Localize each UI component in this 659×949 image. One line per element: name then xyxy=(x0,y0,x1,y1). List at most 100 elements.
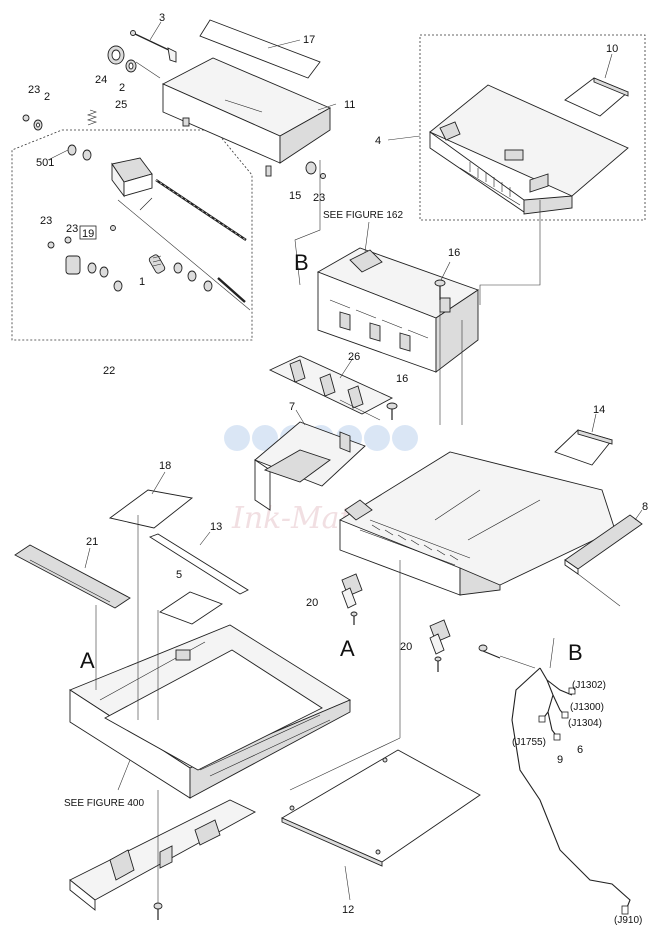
label-23c: 23 xyxy=(40,215,52,227)
label-2b: 2 xyxy=(44,91,50,103)
callout-a-mid: A xyxy=(340,636,355,661)
part-23-screw-b xyxy=(110,225,116,231)
part-26-guide xyxy=(268,355,394,415)
part-17-strip xyxy=(199,19,321,79)
callout-a-left: A xyxy=(80,648,95,673)
label-501: 501 xyxy=(36,157,54,169)
part-bushing-d xyxy=(173,262,183,274)
label-26: 26 xyxy=(348,351,360,363)
label-25: 25 xyxy=(115,99,127,111)
reference-figure-400: SEE FIGURE 400 xyxy=(64,798,144,809)
label-j910: (J910) xyxy=(614,915,642,926)
part-wire-harness xyxy=(511,667,631,915)
label-19-box xyxy=(79,225,97,240)
label-20b: 20 xyxy=(400,641,412,653)
part-shaft-long xyxy=(155,179,247,241)
part-19-roller xyxy=(65,255,81,275)
label-7: 7 xyxy=(289,401,295,413)
label-j1304: (J1304) xyxy=(568,718,602,729)
label-16b: 16 xyxy=(396,373,408,385)
part-18-sheet xyxy=(108,489,194,529)
part-4-output-tray xyxy=(429,84,629,215)
part-24-gear xyxy=(107,45,125,65)
label-21: 21 xyxy=(86,536,98,548)
part-25-spring xyxy=(86,109,98,126)
label-19: 19 xyxy=(82,228,94,240)
label-2a: 2 xyxy=(119,82,125,94)
part-5-pad xyxy=(159,591,223,625)
label-9: 9 xyxy=(557,754,563,766)
part-15-bushing xyxy=(305,161,317,175)
label-5: 5 xyxy=(176,569,182,581)
part-21-rail xyxy=(14,544,131,609)
part-screw-harness xyxy=(478,644,501,659)
part-bushing-c xyxy=(113,280,123,292)
part-bottom-screw xyxy=(153,902,163,920)
part-16-screw-b xyxy=(386,402,398,420)
label-3: 3 xyxy=(159,12,165,24)
part-bushing-f xyxy=(203,280,213,292)
part-23-screw-c xyxy=(47,241,55,249)
part-13-strip xyxy=(148,533,249,595)
label-12: 12 xyxy=(342,904,354,916)
label-1: 1 xyxy=(139,276,145,288)
connector-j910 xyxy=(621,905,629,915)
part-1-roller xyxy=(148,254,166,274)
label-14: 14 xyxy=(593,404,605,416)
part-lower-frame xyxy=(69,799,256,911)
part-bushing-b xyxy=(99,266,109,278)
part-14-tray-extension xyxy=(554,429,613,466)
part-shaft-short xyxy=(217,277,246,303)
group-4-outline xyxy=(419,34,646,221)
part-23-screw xyxy=(22,114,30,122)
label-15: 15 xyxy=(289,190,301,202)
connector-j1755 xyxy=(538,715,546,723)
part-7-guide-cover xyxy=(254,421,366,511)
part-bushing-e xyxy=(187,270,197,282)
part-3-lever xyxy=(130,30,177,63)
part-pickup-assembly xyxy=(111,157,153,198)
part-501-bushing xyxy=(67,144,92,161)
reference-figure-162: SEE FIGURE 162 xyxy=(323,210,403,221)
part-10-extension xyxy=(564,77,629,117)
callout-b-upper: B xyxy=(294,250,309,275)
part-2-bushing xyxy=(125,59,137,73)
part-16-screw-a xyxy=(434,279,446,300)
label-11: 11 xyxy=(344,99,355,111)
label-23b: 23 xyxy=(313,192,325,204)
label-j1300: (J1300) xyxy=(570,702,604,713)
label-10: 10 xyxy=(606,43,618,55)
part-12-panel xyxy=(281,749,481,867)
part-11-cover xyxy=(161,57,332,177)
part-20-solenoid-b xyxy=(429,619,451,672)
connector-j1304 xyxy=(553,733,561,741)
part-bushing-a xyxy=(87,262,97,274)
part-8-cover-strip xyxy=(564,514,643,575)
label-16a: 16 xyxy=(448,247,460,259)
label-4: 4 xyxy=(375,135,381,147)
label-23a: 23 xyxy=(28,84,40,96)
callout-b-lower: B xyxy=(568,640,583,665)
label-j1302: (J1302) xyxy=(572,680,606,691)
part-2-bushing-left xyxy=(33,119,43,131)
part-23-screw-d xyxy=(64,236,72,244)
connector-j1300 xyxy=(561,711,569,719)
label-8: 8 xyxy=(642,501,648,513)
label-13: 13 xyxy=(210,521,222,533)
label-j1755: (J1755) xyxy=(512,737,546,748)
part-main-tray xyxy=(339,451,616,596)
part-20-solenoid-a xyxy=(341,573,363,625)
label-22: 22 xyxy=(103,365,115,377)
part-23-screw-e xyxy=(320,173,326,179)
label-17: 17 xyxy=(303,34,315,46)
label-23d: 23 xyxy=(66,223,78,235)
label-24: 24 xyxy=(95,74,107,86)
part-scanner-base xyxy=(69,624,351,799)
label-6: 6 xyxy=(577,744,583,756)
part-duplex-mechanism xyxy=(316,247,479,373)
label-18: 18 xyxy=(159,460,171,472)
connector-j1302 xyxy=(568,687,576,695)
label-20a: 20 xyxy=(306,597,318,609)
